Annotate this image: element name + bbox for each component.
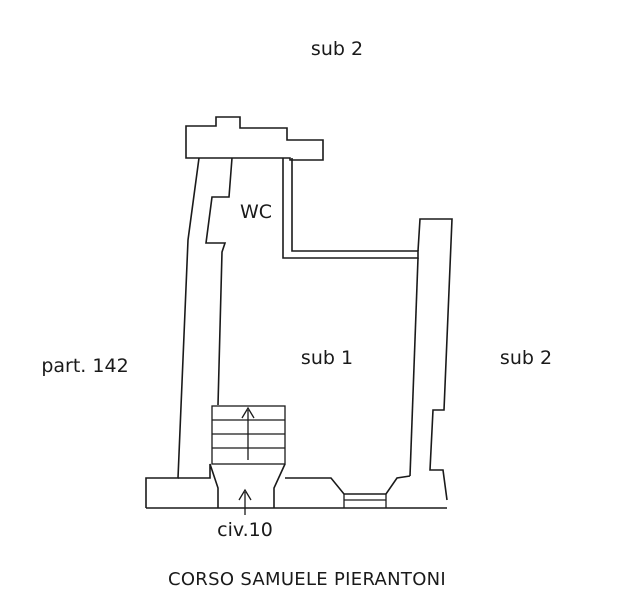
left-inner-wall bbox=[205, 157, 233, 406]
entrance-arrow-head bbox=[238, 488, 252, 501]
label-sub2-top: sub 2 bbox=[311, 38, 363, 60]
upper-wall-outline bbox=[185, 116, 324, 161]
label-sub1: sub 1 bbox=[301, 347, 353, 369]
right-outer-wall bbox=[417, 218, 453, 501]
right-inner-wall bbox=[409, 257, 419, 477]
entrance-arrow bbox=[238, 488, 252, 515]
front-door-right bbox=[273, 463, 286, 508]
staircase bbox=[211, 405, 286, 465]
label-civ10: civ.10 bbox=[217, 519, 273, 541]
stair-arrow-head bbox=[241, 406, 255, 419]
label-wc: WC bbox=[240, 201, 272, 223]
front-left-segment bbox=[178, 463, 219, 508]
label-part142: part. 142 bbox=[41, 355, 128, 377]
wc-partition bbox=[282, 158, 419, 259]
left-outer-wall bbox=[145, 157, 200, 508]
front-middle-segment bbox=[285, 475, 411, 495]
outer-walls bbox=[145, 116, 453, 509]
stair-box bbox=[211, 405, 286, 465]
label-sub2-right: sub 2 bbox=[500, 347, 552, 369]
label-street: CORSO SAMUELE PIERANTONI bbox=[168, 569, 446, 590]
